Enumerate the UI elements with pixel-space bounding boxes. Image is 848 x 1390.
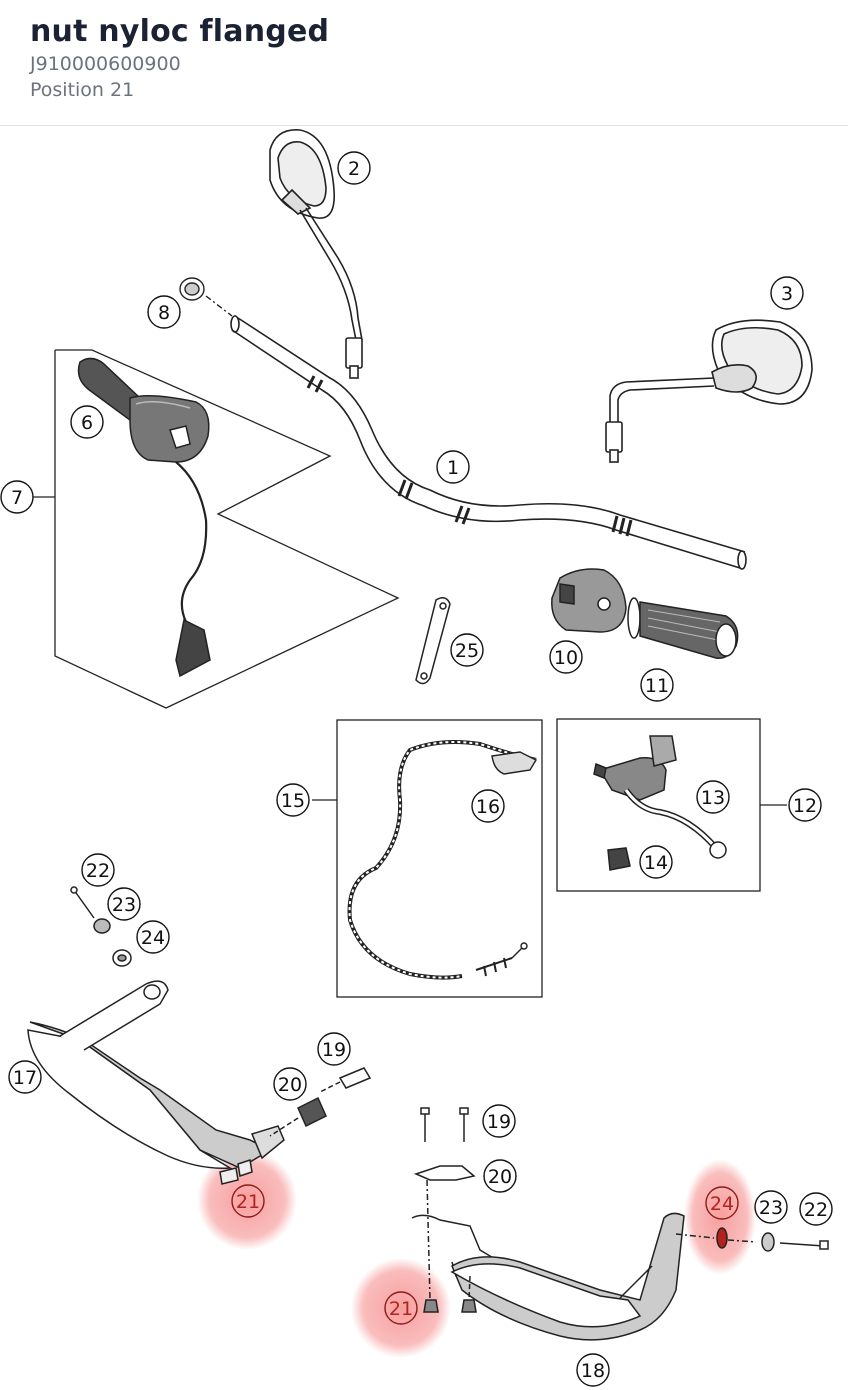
callout-3[interactable]: 3 [781,283,793,305]
callout-circle [81,853,115,887]
exploded-parts-diagram: 1 2 3 6 7 8 10 11 12 13 14 15 16 17 18 1… [0,129,833,1387]
support-strip-part [415,597,451,685]
right-switch-part [551,568,627,633]
callout-18[interactable]: 18 [581,1360,605,1382]
callout-circle [788,788,822,822]
left-grip-switch-part [77,357,211,678]
header: nut nyloc flanged J910000600900 Position… [0,0,848,126]
callout-circle [337,151,371,185]
callout-25[interactable]: 25 [455,640,479,662]
mirror-left-part [269,129,363,379]
callout-circle [450,633,484,667]
callout-1[interactable]: 1 [447,457,459,479]
callout-circle [136,920,170,954]
nuts-right-parts [423,1275,477,1313]
callout-14[interactable]: 14 [644,852,668,874]
callout-23-right[interactable]: 23 [759,1197,783,1219]
callout-13[interactable]: 13 [701,787,725,809]
callout-23-left[interactable]: 23 [112,894,136,916]
callout-circle-highlighted [231,1184,265,1218]
highlight-21-bottom [351,1258,451,1358]
assembly-12-box [556,718,787,892]
clamp-left-parts [269,1067,372,1137]
part-title: nut nyloc flanged [30,14,330,49]
callout-circle [576,1353,610,1387]
part-number: J910000600900 [30,53,181,75]
callout-circle [482,1104,516,1138]
callout-circle [549,640,583,674]
right-grip-part [627,597,739,659]
callout-10[interactable]: 10 [554,647,578,669]
highlight-24-right [684,1159,756,1275]
callout-24-left[interactable]: 24 [141,927,165,949]
callout-circle [754,1190,788,1224]
callout-2[interactable]: 2 [348,158,360,180]
clutch-lever-part [593,735,727,871]
callout-circle [639,845,673,879]
callout-15[interactable]: 15 [281,790,305,812]
callout-20-left[interactable]: 20 [278,1074,302,1096]
callout-21-bottom-highlighted[interactable]: 21 [389,1298,413,1320]
clutch-cable-part [347,740,537,980]
bolt-washer-left-parts [70,886,132,967]
callout-11[interactable]: 11 [645,675,669,697]
callout-circle [147,295,181,329]
handguard-left-part [27,980,285,1185]
callout-circle [799,1192,833,1226]
assembly-7-bracket [33,349,400,709]
callout-circle [696,780,730,814]
handlebar-part [230,315,747,570]
bar-end-weight-part [179,277,233,317]
callout-20-right[interactable]: 20 [488,1166,512,1188]
callout-circle-highlighted [705,1186,739,1220]
callout-circle [471,789,505,823]
callout-circle [483,1159,517,1193]
callout-22-left[interactable]: 22 [86,860,110,882]
callout-6[interactable]: 6 [81,412,93,434]
callout-22-right[interactable]: 22 [804,1199,828,1221]
callout-circle [70,405,104,439]
handguard-right-part [450,1212,685,1341]
position-label: Position 21 [30,79,135,101]
bolt-washer-right-parts [675,1227,829,1252]
callout-16[interactable]: 16 [476,796,500,818]
callout-circle [273,1067,307,1101]
callout-circle [436,450,470,484]
callout-circle [770,276,804,310]
mirror-right-part [605,319,813,463]
callout-24-right-highlighted[interactable]: 24 [710,1193,734,1215]
callout-circle [8,1060,42,1094]
callout-7[interactable]: 7 [11,487,23,509]
callout-circle [107,887,141,921]
callout-8[interactable]: 8 [158,302,170,324]
assembly-15-box [312,719,543,998]
callout-circle [317,1032,351,1066]
callout-circle [0,480,34,514]
callout-21-left-highlighted[interactable]: 21 [236,1191,260,1213]
callout-19-right[interactable]: 19 [487,1111,511,1133]
callout-19-left[interactable]: 19 [322,1039,346,1061]
callout-circle [640,668,674,702]
callout-circle-highlighted [384,1291,418,1325]
callout-17[interactable]: 17 [13,1067,37,1089]
callout-12[interactable]: 12 [793,795,817,817]
callout-circle [276,783,310,817]
